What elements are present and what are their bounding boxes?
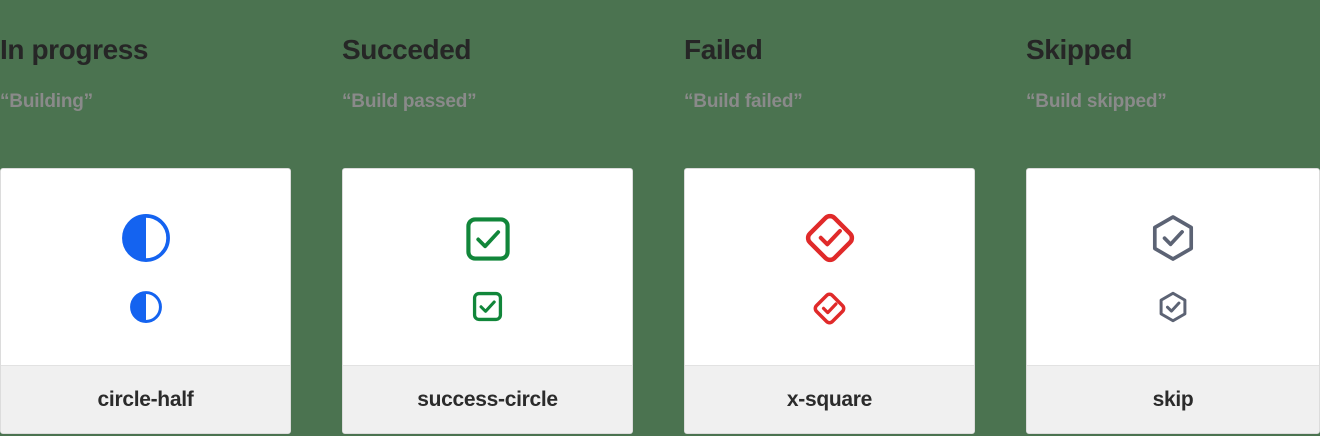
column-subtitle: “Build skipped”	[1026, 91, 1167, 112]
column-title: Succeded	[342, 34, 472, 65]
success-circle-icon	[465, 216, 510, 261]
icon-preview-area	[1027, 169, 1319, 367]
column-subtitle: “Building”	[0, 91, 93, 112]
icon-preview-area	[685, 169, 974, 367]
icon-card-footer: circle-half	[1, 365, 290, 433]
icon-card-x-square[interactable]: x-square	[684, 168, 975, 434]
status-column-failed: Failed “Build failed” x-square	[684, 0, 977, 436]
circle-half-icon	[121, 214, 170, 262]
status-column-in-progress: In progress “Building” circle-half	[0, 0, 293, 436]
icon-card-footer: success-circle	[343, 365, 632, 433]
column-subtitle: “Build passed”	[342, 91, 477, 112]
column-title: In progress	[0, 34, 149, 65]
column-title: Failed	[684, 34, 763, 65]
x-square-icon-small	[813, 292, 846, 324]
icon-name-label: success-circle	[417, 387, 558, 411]
success-circle-icon-small	[472, 291, 503, 321]
icon-preview-area	[343, 169, 632, 367]
icon-card-footer: skip	[1027, 365, 1319, 433]
status-column-skipped: Skipped “Build skipped” skip	[1026, 0, 1320, 436]
column-subtitle: “Build failed”	[684, 91, 803, 112]
column-title: Skipped	[1026, 34, 1133, 65]
icon-card-skip[interactable]: skip	[1026, 168, 1320, 434]
icon-preview-area	[1, 169, 290, 367]
icon-card-footer: x-square	[685, 365, 974, 433]
icon-card-circle-half[interactable]: circle-half	[0, 168, 291, 434]
skip-icon	[1152, 215, 1194, 261]
icon-name-label: x-square	[786, 387, 873, 411]
status-column-succeded: Succeded “Build passed” success-circle	[342, 0, 635, 436]
icon-name-label: skip	[1152, 387, 1194, 411]
skip-icon-small	[1159, 291, 1187, 323]
icon-name-label: circle-half	[97, 387, 194, 411]
circle-half-icon-small	[129, 291, 162, 323]
x-square-icon	[805, 213, 854, 262]
icon-card-success-circle[interactable]: success-circle	[342, 168, 633, 434]
